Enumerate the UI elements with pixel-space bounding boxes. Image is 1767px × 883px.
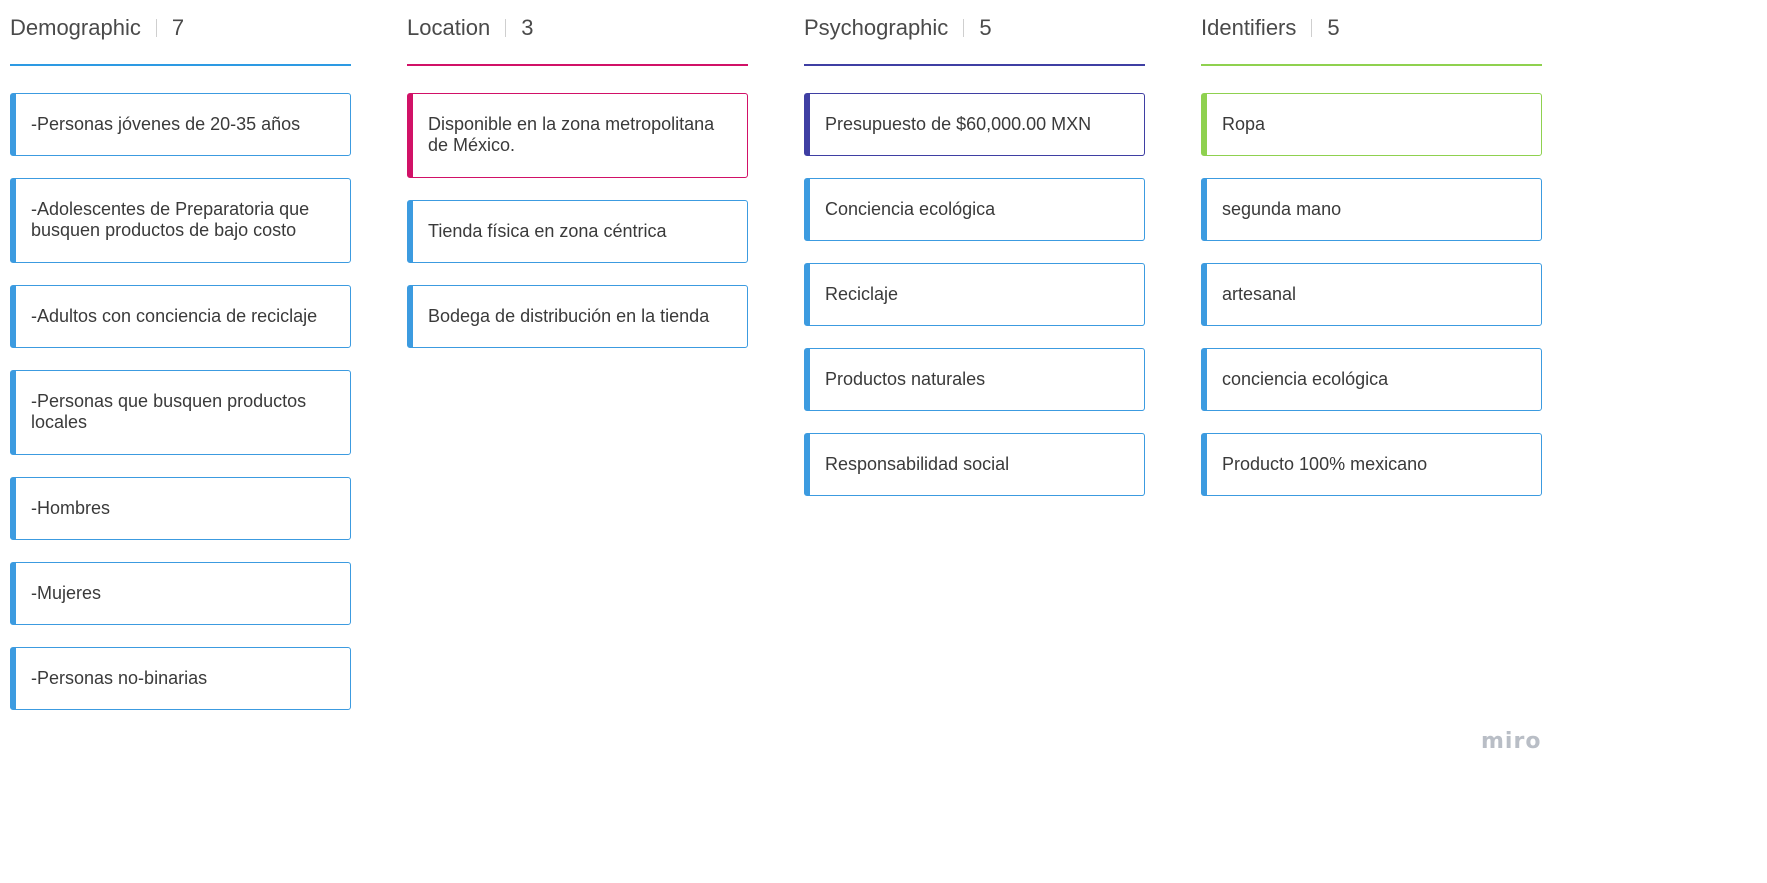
card[interactable]: -Personas no-binarias [10, 647, 351, 710]
column-accent-rule [1201, 64, 1542, 66]
column-header[interactable]: Location 3 [407, 0, 748, 66]
header-divider [963, 19, 965, 37]
column-accent-rule [407, 64, 748, 66]
card[interactable]: -Adolescentes de Preparatoria que busque… [10, 178, 351, 263]
card[interactable]: Disponible en la zona metropolitana de M… [407, 93, 748, 178]
card[interactable]: Reciclaje [804, 263, 1145, 326]
card-count: 5 [1327, 15, 1340, 40]
column-location: Location 3 Disponible en la zona metropo… [407, 0, 748, 370]
card[interactable]: -Personas que busquen productos locales [10, 370, 351, 455]
column-title: Location [407, 15, 491, 40]
column-accent-rule [804, 64, 1145, 66]
column-header[interactable]: Demographic 7 [10, 0, 351, 66]
column-psychographic: Psychographic 5 Presupuesto de $60,000.0… [804, 0, 1145, 518]
column-header[interactable]: Psychographic 5 [804, 0, 1145, 66]
card-count: 5 [979, 15, 992, 40]
card[interactable]: Conciencia ecológica [804, 178, 1145, 241]
card[interactable]: Producto 100% mexicano [1201, 433, 1542, 496]
card-list: Disponible en la zona metropolitana de M… [407, 93, 748, 348]
column-demographic: Demographic 7 -Personas jóvenes de 20-35… [10, 0, 351, 732]
card[interactable]: Presupuesto de $60,000.00 MXN [804, 93, 1145, 156]
card[interactable]: Bodega de distribución en la tienda [407, 285, 748, 348]
card[interactable]: -Mujeres [10, 562, 351, 625]
header-divider [1311, 19, 1313, 37]
column-title: Identifiers [1201, 15, 1297, 40]
card[interactable]: Tienda física en zona céntrica [407, 200, 748, 263]
card-list: Presupuesto de $60,000.00 MXN Conciencia… [804, 93, 1145, 496]
card[interactable]: Responsabilidad social [804, 433, 1145, 496]
card-list: -Personas jóvenes de 20-35 años -Adolesc… [10, 93, 351, 710]
column-title: Demographic [10, 15, 141, 40]
card-list: Ropa segunda mano artesanal conciencia e… [1201, 93, 1542, 496]
card[interactable]: Ropa [1201, 93, 1542, 156]
card[interactable]: artesanal [1201, 263, 1542, 326]
card-count: 7 [171, 15, 185, 40]
card[interactable]: -Personas jóvenes de 20-35 años [10, 93, 351, 156]
column-title: Psychographic [804, 15, 949, 40]
column-identifiers: Identifiers 5 Ropa segunda mano artesana… [1201, 0, 1542, 518]
card[interactable]: -Adultos con conciencia de reciclaje [10, 285, 351, 348]
card[interactable]: conciencia ecológica [1201, 348, 1542, 411]
card[interactable]: segunda mano [1201, 178, 1542, 241]
header-divider [155, 19, 157, 37]
header-divider [505, 19, 507, 37]
column-accent-rule [10, 64, 351, 66]
card-count: 3 [521, 15, 534, 40]
card[interactable]: Productos naturales [804, 348, 1145, 411]
miro-logo: miro [1481, 729, 1542, 754]
card[interactable]: -Hombres [10, 477, 351, 540]
column-header[interactable]: Identifiers 5 [1201, 0, 1542, 66]
